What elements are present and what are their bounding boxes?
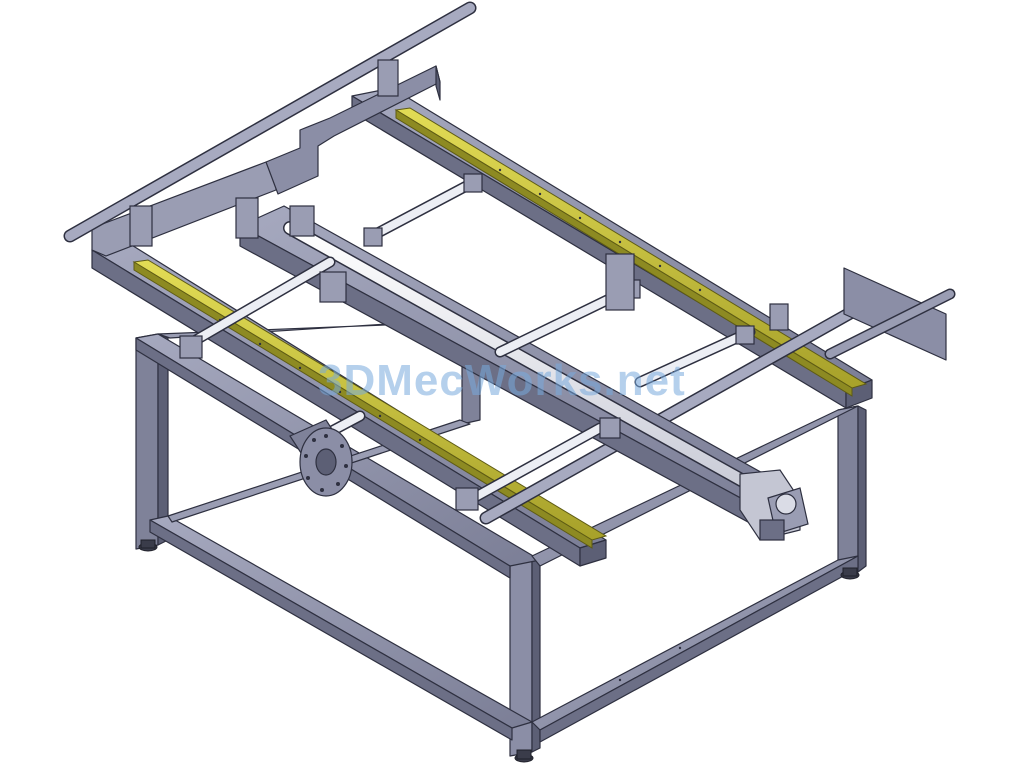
end-plate [824,267,956,361]
linear-guide-right [394,107,868,397]
leveling-foot [138,539,860,763]
pillow-block-bearing [129,59,789,511]
flange-disc [289,419,353,497]
gear-motor [739,469,809,541]
linear-guide-left [132,259,608,549]
top-bar [63,1,891,525]
fastener-holes [218,168,702,682]
